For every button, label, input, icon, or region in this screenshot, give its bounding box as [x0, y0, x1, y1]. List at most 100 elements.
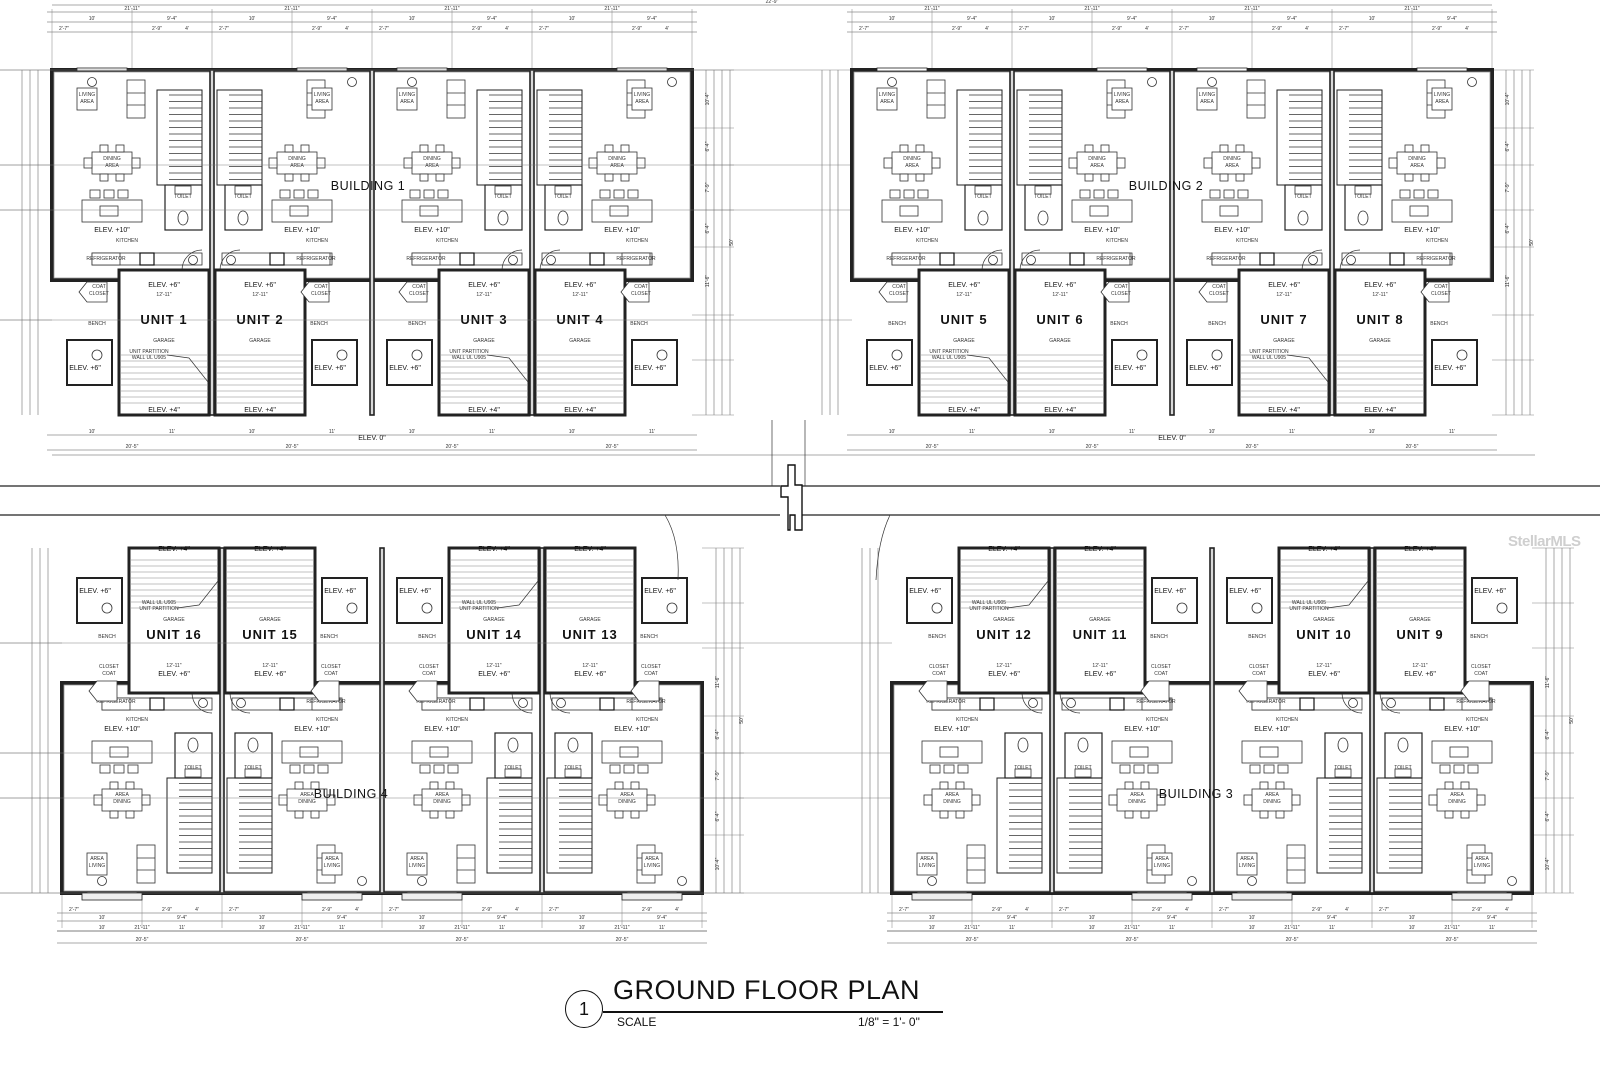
kitchen-label: KITCHEN: [1106, 238, 1128, 244]
bar-stool: [103, 189, 115, 199]
sofa-icon: [456, 844, 476, 884]
bench-label: BENCH: [888, 321, 906, 327]
entry-elevation: ELEV. +6": [1114, 365, 1146, 372]
dining-chair: [1243, 794, 1253, 806]
bar-stool: [957, 764, 969, 774]
toilet-label: TOILET: [184, 765, 201, 771]
dimension-text: 10': [579, 925, 586, 931]
entry-porch: [1431, 339, 1478, 386]
kitchen-label: KITCHEN: [956, 717, 978, 723]
dimension-text: 20'-5": [1446, 937, 1459, 943]
toilet-label: TOILET: [974, 194, 991, 200]
unit-label: UNIT 16: [146, 627, 201, 642]
light-fixture-icon: [346, 602, 358, 614]
stair: [156, 89, 203, 186]
sink-icon: [504, 768, 522, 778]
kitchen-elevation: ELEV. +10": [614, 726, 650, 733]
dimension-text: 10': [1409, 915, 1416, 921]
bar-stool: [289, 764, 301, 774]
dimension-text: 10': [1249, 915, 1256, 921]
dining-chair: [125, 781, 135, 790]
dining-chair: [883, 157, 893, 169]
island-sink: [109, 746, 129, 758]
bench-label: BENCH: [640, 634, 658, 640]
ceiling-fan-icon: [1247, 876, 1257, 886]
dimension-text: 21'-11": [604, 6, 619, 12]
dining-chair: [310, 810, 320, 819]
ceiling-fan-icon: [1147, 77, 1157, 87]
light-fixture-icon: [1136, 349, 1148, 361]
bench-label: BENCH: [310, 321, 328, 327]
dimension-text: 11'-6": [715, 676, 721, 689]
coat-closet-label: COAT: [932, 671, 946, 677]
dining-chair: [899, 144, 909, 153]
coat-closet-label: CLOSET: [929, 664, 949, 670]
island-sink: [429, 746, 449, 758]
door-swing: [219, 249, 241, 271]
garage-label: GARAGE: [1313, 617, 1335, 623]
dimension-text: 10': [569, 16, 576, 22]
light-fixture-icon: [656, 349, 668, 361]
dimension-text: 2'-9": [992, 907, 1002, 913]
sink-icon: [494, 185, 512, 195]
ceiling-fan-icon: [347, 77, 357, 87]
kitchen-label: KITCHEN: [1236, 238, 1258, 244]
partition-note: WALL UL U905: [142, 600, 176, 606]
garage-elevation: ELEV. +6": [574, 671, 606, 678]
dimension-text: 21'-11": [1244, 6, 1259, 12]
garage-door-elevation: ELEV. +4": [564, 407, 596, 414]
refrigerator-label: REFRIGERATOR: [926, 699, 966, 705]
dining-chair: [899, 173, 909, 182]
bar-stool: [307, 189, 319, 199]
unit-label: UNIT 6: [1036, 312, 1083, 327]
coat-closet: [398, 281, 428, 303]
building-label: BUILDING 2: [1129, 179, 1203, 193]
living-area-label: AREA: [80, 99, 94, 105]
kitchen-label: KITCHEN: [1426, 238, 1448, 244]
dimension-text: 20'-5": [966, 937, 979, 943]
sink-icon: [1034, 185, 1052, 195]
building-label: BUILDING 4: [314, 787, 388, 801]
living-area-label: LIVING: [399, 92, 416, 98]
dining-label: DINING: [608, 156, 626, 162]
dimension-text: 21'-11": [134, 925, 149, 931]
door-swing: [511, 692, 533, 714]
dimension-text: 2'-9": [1312, 907, 1322, 913]
entry-porch: [906, 577, 953, 624]
light-fixture-icon: [336, 349, 348, 361]
range-cooktop: [139, 252, 155, 266]
dimension-text: 11': [339, 925, 345, 931]
bar-stool: [613, 189, 625, 199]
coat-closet-label: COAT: [1114, 284, 1128, 290]
dining-chair: [1275, 781, 1285, 790]
living-area-box: [1431, 87, 1453, 111]
garage-label: GARAGE: [249, 338, 271, 344]
bar-stool: [1133, 764, 1145, 774]
sink-icon: [234, 185, 252, 195]
kitchen-label: KITCHEN: [306, 238, 328, 244]
dining-label: DINING: [1128, 799, 1146, 805]
dimension-text: 2'-7": [1219, 907, 1229, 913]
dimension-text: 12'-11": [156, 292, 171, 298]
dining-chair: [614, 781, 624, 790]
coat-closet: [88, 680, 118, 702]
sink-icon: [1334, 768, 1352, 778]
toilet-label: TOILET: [234, 194, 251, 200]
coat-closet-label: CLOSET: [631, 291, 651, 297]
dining-chair: [1291, 794, 1301, 806]
living-area-label: LIVING: [644, 863, 661, 869]
dimension-text: 20'-5": [606, 444, 619, 450]
dining-chair: [1156, 794, 1166, 806]
bar-stool: [1453, 764, 1465, 774]
stair: [486, 777, 533, 874]
bench-label: BENCH: [928, 634, 946, 640]
dimension-text: 9'-4": [1447, 16, 1457, 22]
living-area-label: LIVING: [1154, 863, 1171, 869]
coat-closet: [1140, 680, 1170, 702]
island-sink: [1089, 205, 1109, 217]
stair: [956, 89, 1003, 186]
dining-chair: [413, 794, 423, 806]
island-sink: [1259, 746, 1279, 758]
